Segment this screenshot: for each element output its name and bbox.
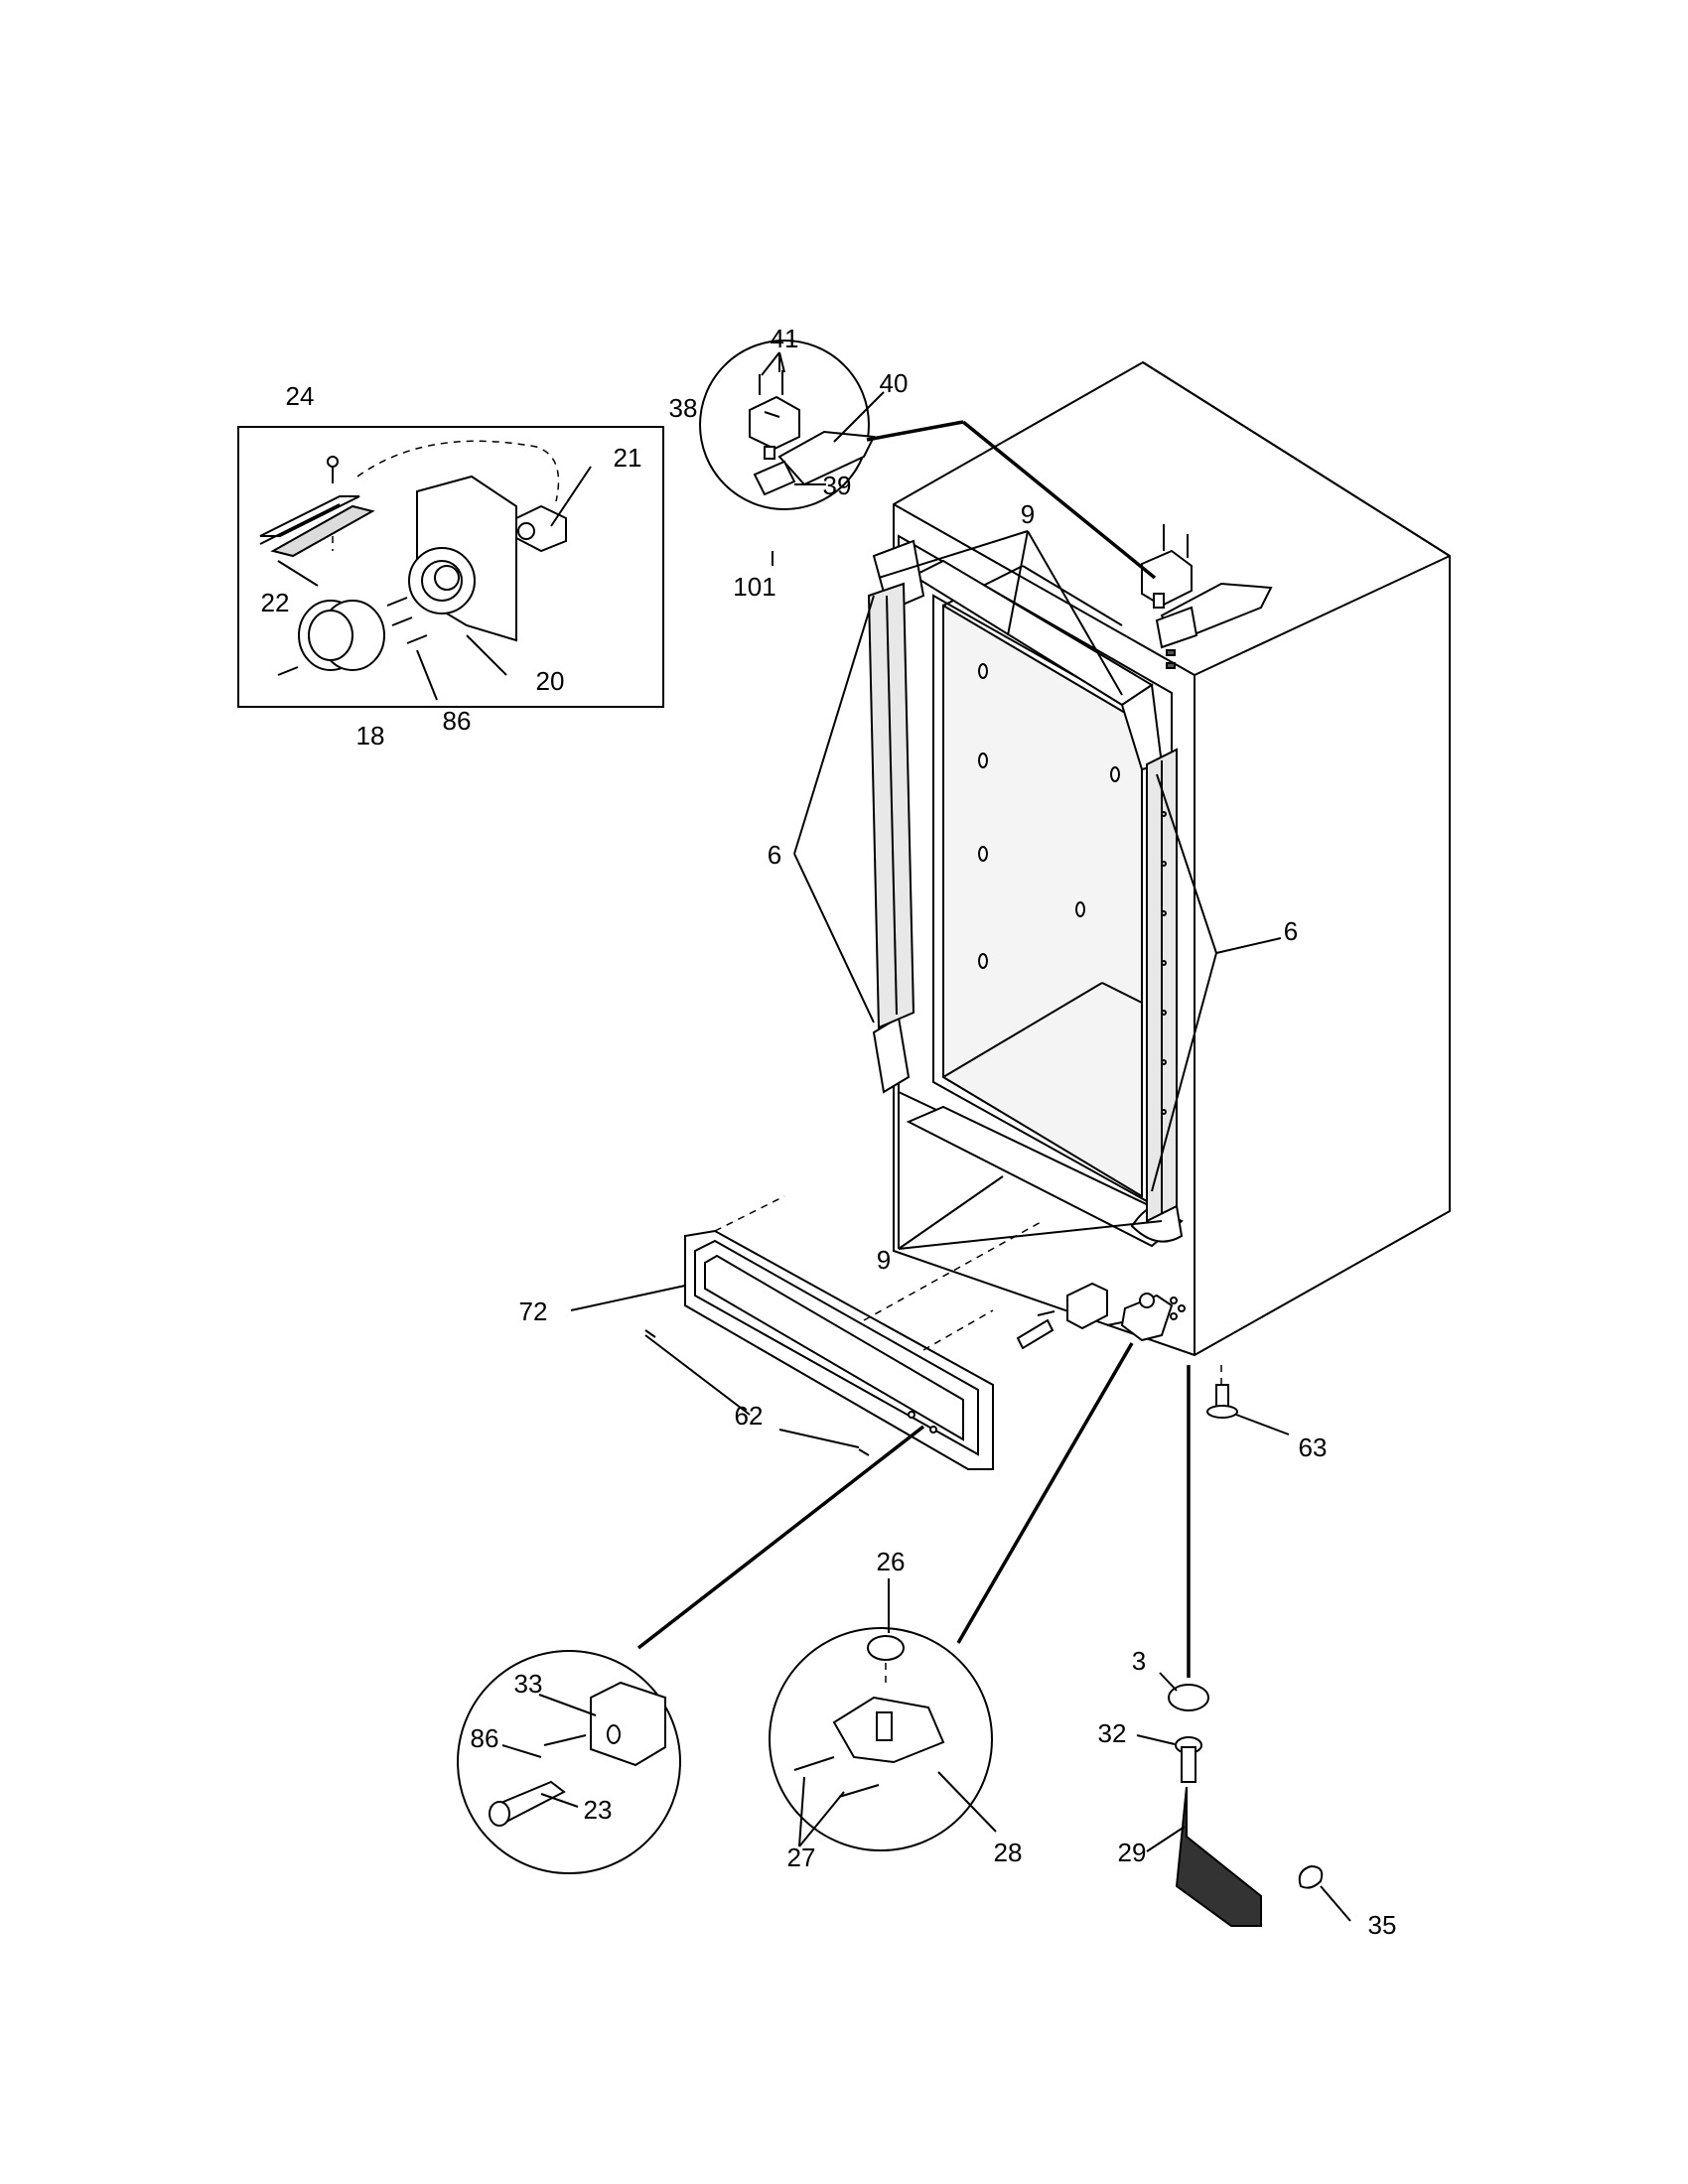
drain-parts xyxy=(1168,1365,1324,1927)
callout-86-handle: 86 xyxy=(471,1723,499,1753)
top-hinge-installed xyxy=(1141,524,1273,669)
callout-24: 24 xyxy=(286,381,315,411)
callout-39: 39 xyxy=(823,471,852,500)
callout-3: 3 xyxy=(1132,1646,1146,1676)
callout-28: 28 xyxy=(994,1838,1023,1867)
callout-41: 41 xyxy=(771,324,799,353)
callout-6-right: 6 xyxy=(1284,916,1298,946)
callout-33: 33 xyxy=(514,1669,543,1699)
leader-lines xyxy=(277,351,1351,1922)
callout-9-top: 9 xyxy=(1021,499,1035,529)
callout-20: 20 xyxy=(536,666,565,696)
callout-18: 18 xyxy=(356,721,385,751)
callout-38: 38 xyxy=(669,393,698,423)
leveler xyxy=(1206,1365,1238,1419)
callout-63: 63 xyxy=(1299,1433,1328,1462)
callout-35: 35 xyxy=(1368,1910,1397,1940)
callout-22: 22 xyxy=(261,588,290,617)
callout-32: 32 xyxy=(1098,1718,1127,1748)
callout-26: 26 xyxy=(877,1547,906,1576)
callout-6-left: 6 xyxy=(768,840,781,870)
thermostat-inset xyxy=(237,426,664,708)
gasket-strips xyxy=(867,582,1178,1223)
callout-62: 62 xyxy=(735,1401,764,1431)
callout-86-inset: 86 xyxy=(443,706,472,736)
callout-72: 72 xyxy=(519,1297,548,1326)
callout-40: 40 xyxy=(880,368,909,398)
callout-27: 27 xyxy=(787,1843,816,1872)
callout-9-bottom: 9 xyxy=(877,1245,891,1275)
callout-21: 21 xyxy=(614,443,642,473)
lower-hinge-detail xyxy=(769,1342,1134,1851)
bottom-hinge-installed xyxy=(1016,1282,1174,1350)
handle-bracket-detail xyxy=(457,1425,925,1874)
callout-23: 23 xyxy=(584,1795,613,1825)
callout-101: 101 xyxy=(733,572,775,602)
callout-29: 29 xyxy=(1118,1838,1147,1867)
callout-labels: 41 38 40 39 101 24 21 22 20 18 86 9 6 6 … xyxy=(261,324,1397,1940)
hinge-detail-101 xyxy=(699,340,1157,580)
